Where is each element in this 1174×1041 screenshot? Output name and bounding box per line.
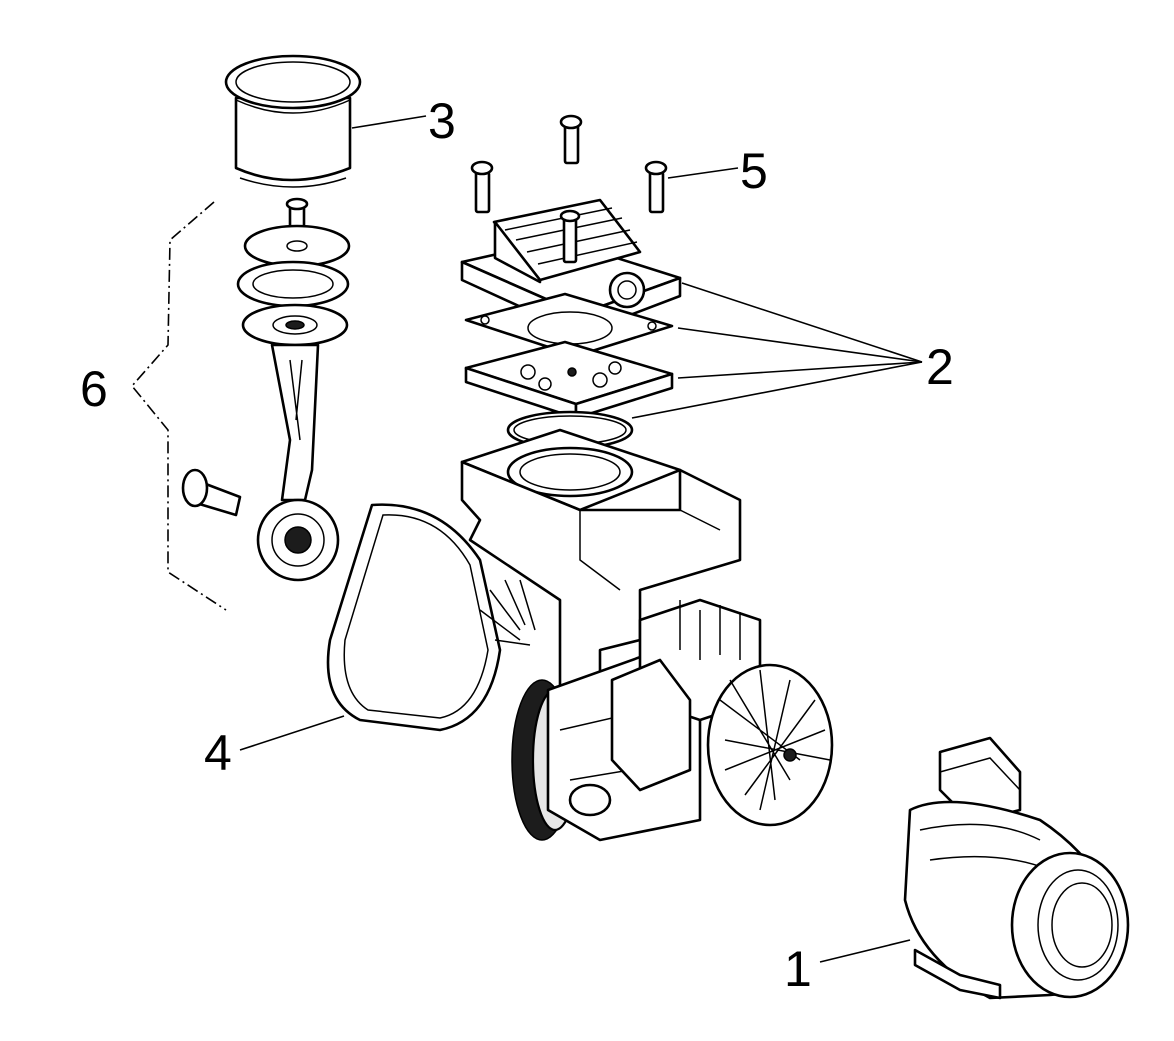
- label-connecting-rod-kit: 6: [80, 361, 108, 417]
- label-belt: 4: [204, 725, 232, 781]
- screws-part: [470, 114, 668, 214]
- part-labels: 3 5 2 6 4 1: [80, 93, 954, 997]
- label-cylinder-head-kit: 2: [926, 339, 954, 395]
- leader-lines: [130, 115, 923, 963]
- motor-cover-part: [903, 736, 1130, 1000]
- cylinder-sleeve-part: [224, 54, 362, 188]
- belt-part: [326, 503, 536, 732]
- label-motor-cover: 1: [784, 941, 812, 997]
- connecting-rod-kit-part: [181, 197, 351, 582]
- cylinder-head-kit-part: [460, 198, 682, 450]
- label-screw: 5: [740, 143, 768, 199]
- crankcase-body: [460, 428, 834, 842]
- label-cylinder: 3: [428, 93, 456, 149]
